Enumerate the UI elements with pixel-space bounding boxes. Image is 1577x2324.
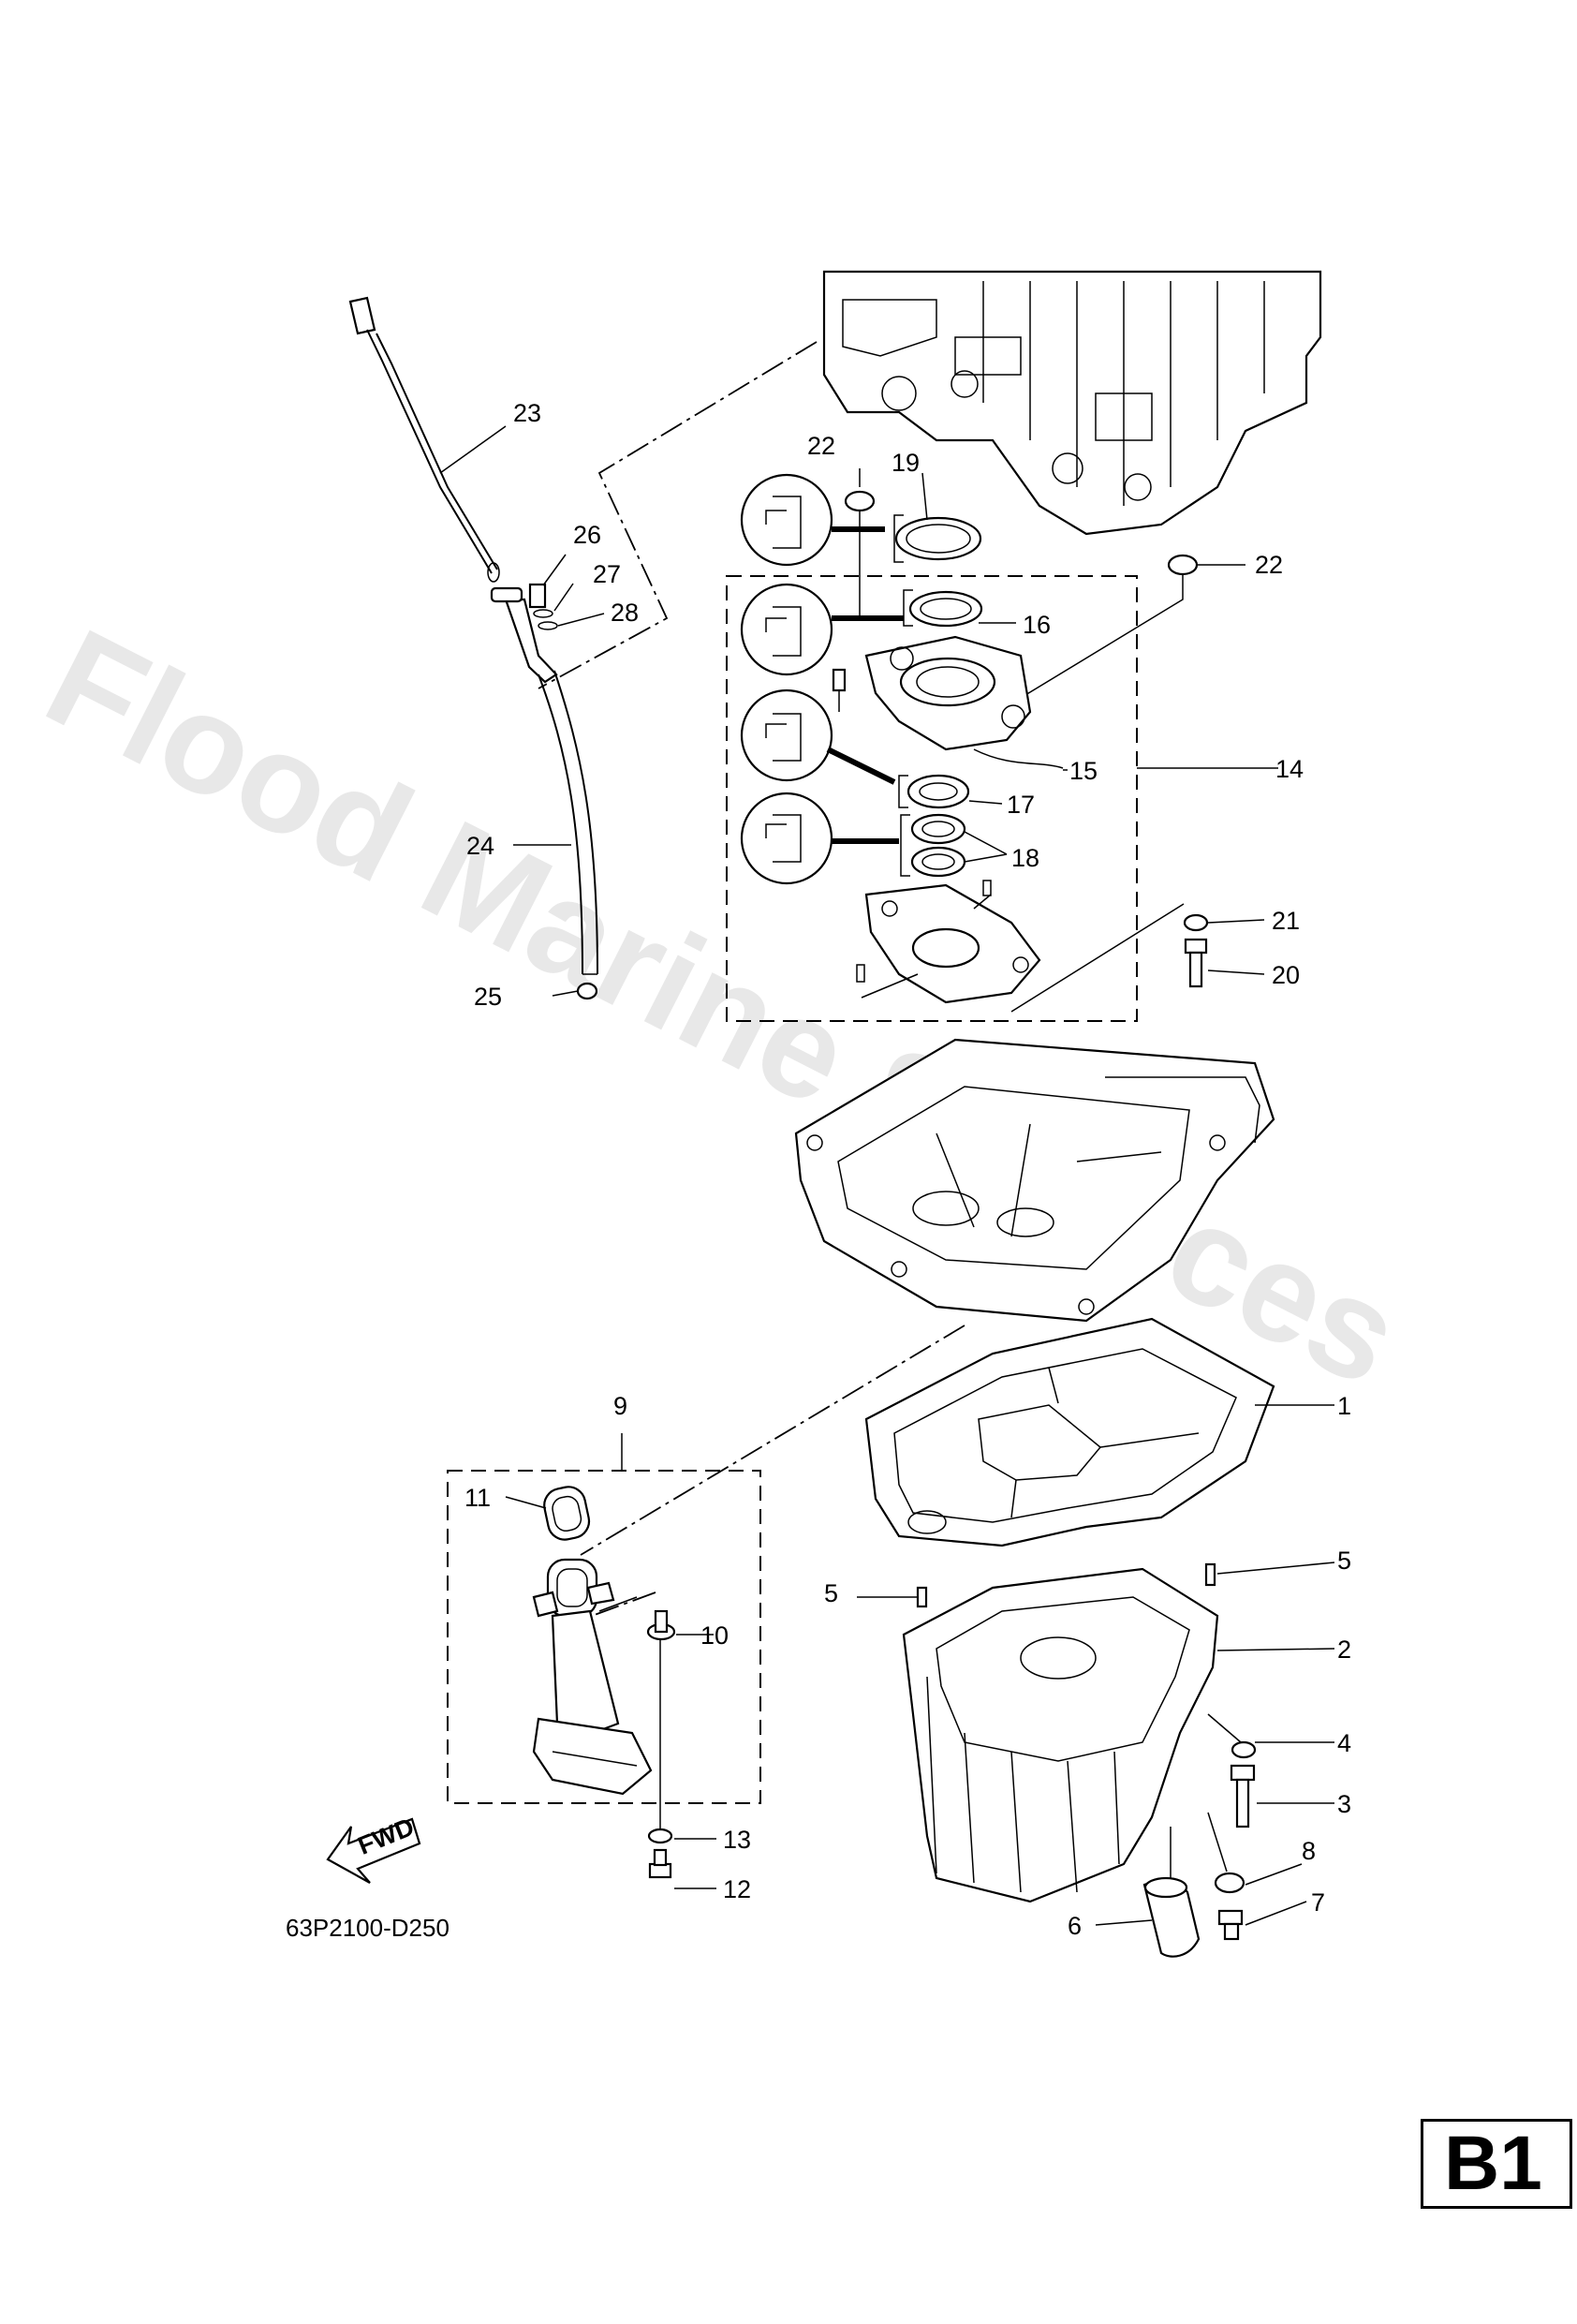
bolt-26: [528, 583, 547, 609]
callout-22-left: 22: [807, 432, 835, 460]
dowel-pin-5-left: [916, 1586, 928, 1608]
callout-20: 20: [1272, 961, 1300, 989]
bolt-3: [1230, 1764, 1256, 1828]
oil-seal-18-upper: [910, 813, 966, 845]
oil-dipstick: [348, 296, 500, 583]
oil-seal-18-lower: [910, 846, 966, 878]
callout-leaders: [439, 425, 1335, 1926]
callout-24: 24: [466, 832, 494, 860]
callout-19: 19: [892, 449, 920, 477]
oil-strainer: [532, 1558, 653, 1796]
callout-21: 21: [1272, 907, 1300, 935]
seal-detail-circles: [740, 473, 904, 885]
callout-14: 14: [1275, 755, 1304, 783]
callout-23: 23: [513, 399, 541, 427]
assembly-box-14: [726, 575, 1138, 1022]
callout-5-left: 5: [824, 1579, 838, 1607]
oil-seal-16: [908, 590, 983, 628]
collar-28: [538, 621, 558, 630]
dowel-pin-a: [982, 880, 992, 896]
callout-27: 27: [593, 560, 621, 588]
bolt-10: [646, 1609, 676, 1641]
assembly-box-9: [447, 1470, 761, 1804]
watermark-text: Flood Marine Services: [23, 599, 1423, 1416]
exhaust-guide: [794, 1038, 1275, 1323]
page-id-badge: B1: [1421, 2119, 1572, 2209]
gasket-8: [1214, 1872, 1245, 1894]
gasket-11: [543, 1486, 591, 1541]
gasket-1: [864, 1317, 1275, 1547]
washer-21: [1183, 913, 1209, 932]
callout-8: 8: [1302, 1837, 1316, 1865]
bolt-12: [648, 1848, 672, 1879]
drain-bolt-7: [1217, 1909, 1244, 1941]
callout-12: 12: [723, 1875, 751, 1903]
callout-16: 16: [1023, 611, 1051, 639]
callout-labels: 1 2 3 4 5 5 6 7 8 9 10 11 12 13 14 15 16…: [464, 399, 1351, 1940]
bearing-housing-lower: [864, 883, 1041, 1004]
o-ring-25: [576, 982, 598, 1000]
callout-4: 4: [1337, 1729, 1351, 1757]
fwd-direction-arrow: FWD: [326, 1813, 421, 1884]
callout-2: 2: [1337, 1636, 1351, 1664]
washer-27: [533, 609, 553, 618]
callout-1: 1: [1337, 1392, 1351, 1420]
callout-17: 17: [1007, 791, 1035, 819]
rubber-seal-6: [1142, 1876, 1201, 1958]
callout-11: 11: [464, 1484, 491, 1512]
oil-seal-17: [906, 774, 970, 809]
callout-28: 28: [611, 599, 639, 627]
dowel-pin-5-right: [1204, 1562, 1216, 1587]
callout-5-right: 5: [1337, 1547, 1351, 1575]
callout-15: 15: [1069, 757, 1098, 785]
ref-line-oilpan: [580, 1325, 965, 1556]
callout-25: 25: [474, 983, 502, 1011]
washer-13: [647, 1828, 673, 1844]
dowel-pin-b: [856, 964, 865, 983]
callout-3: 3: [1337, 1790, 1351, 1818]
callout-7: 7: [1311, 1888, 1325, 1917]
o-ring-22-left: [844, 490, 876, 512]
bolt-20: [1184, 938, 1208, 988]
callout-9: 9: [613, 1392, 627, 1420]
oil-pan: [902, 1567, 1219, 1903]
callout-6: 6: [1068, 1912, 1082, 1940]
bearing-housing-upper: [864, 635, 1032, 751]
callout-10: 10: [700, 1621, 729, 1650]
dipstick-guide-tube: [490, 586, 598, 975]
washer-4: [1231, 1740, 1257, 1759]
callout-22-right: 22: [1255, 551, 1283, 579]
callout-26: 26: [573, 521, 601, 549]
o-ring-22-right: [1167, 554, 1199, 576]
gasket-15: [973, 748, 1064, 769]
callout-18: 18: [1011, 844, 1039, 872]
diagram-code: 63P2100-D250: [286, 1914, 450, 1942]
callout-13: 13: [723, 1826, 751, 1854]
ref-line-engine: [538, 341, 818, 689]
screw-upper: [832, 668, 847, 692]
engine-block: [822, 270, 1322, 536]
page-id-text: B1: [1444, 2121, 1542, 2206]
